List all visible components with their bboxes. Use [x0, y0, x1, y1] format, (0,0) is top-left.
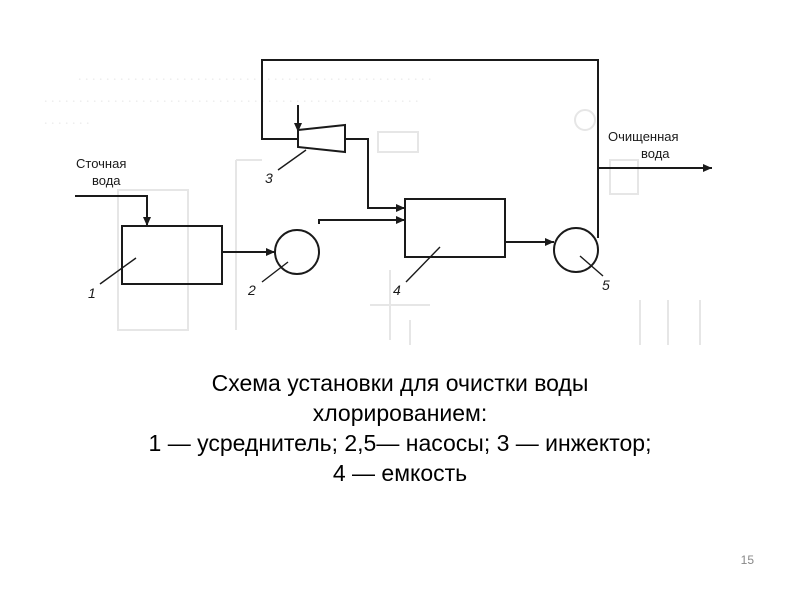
injector — [297, 123, 346, 154]
equalizer-tank — [121, 225, 223, 285]
caption-line-4: 4 — емкость — [332, 460, 468, 486]
pipelines — [75, 59, 712, 256]
component-number-2: 2 — [247, 282, 256, 298]
svg-text:. . . . . . . . . . . . . . .: . . . . . . . . . . . . . . . . . . . . … — [78, 69, 432, 84]
number-leaders — [99, 149, 604, 285]
caption-line-2: хлорированием: — [312, 400, 488, 426]
vessel-tank — [404, 198, 506, 258]
svg-text:. . . . . . . . . . . . . . .: . . . . . . . . . . . . . . . . . . . . … — [44, 91, 419, 106]
input-label-line2: вода — [92, 173, 121, 188]
process-flow-diagram: . . . . . . . . . . . . . . . . . . . . … — [44, 59, 712, 345]
component-number-4: 4 — [393, 282, 401, 298]
slide-number: 15 — [740, 553, 754, 567]
input-label-line1: Сточная — [76, 156, 126, 171]
output-label-line1: Очищенная — [608, 129, 679, 144]
svg-text:. . . . . . .: . . . . . . . — [44, 113, 90, 128]
component-number-5: 5 — [602, 277, 610, 293]
output-label-line2: вода — [641, 146, 670, 161]
caption-line-3: 1 — усреднитель; 2,5— насосы; 3 — инжект… — [148, 430, 652, 456]
component-number-1: 1 — [88, 285, 96, 301]
pump-5 — [553, 227, 599, 273]
caption-line-1: Схема установки для очистки воды — [211, 370, 589, 396]
diagram-caption: Схема установки для очистки воды хлориро… — [60, 368, 740, 488]
component-number-3: 3 — [265, 170, 273, 186]
scan-bleed-through: . . . . . . . . . . . . . . . . . . . . … — [44, 69, 701, 345]
